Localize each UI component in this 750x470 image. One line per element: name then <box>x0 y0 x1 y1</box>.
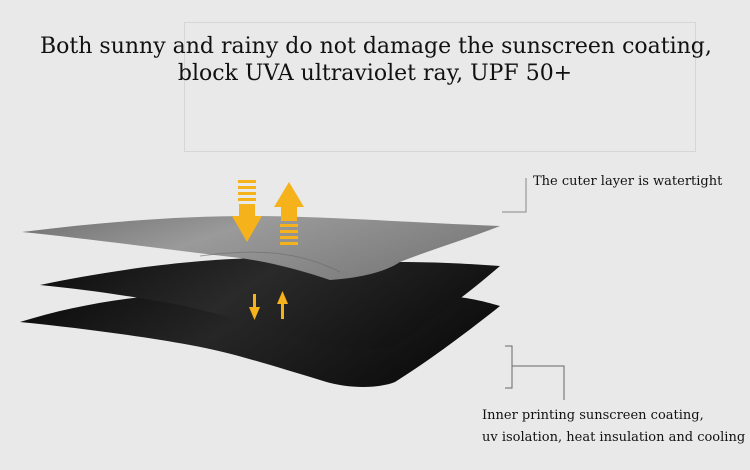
small-up-arrow-icon <box>277 291 288 319</box>
outer-layer-label: The cuter layer is watertight <box>533 174 723 189</box>
outer-layer-leader <box>502 178 527 213</box>
headline-line-2: block UVA ultraviolet ray, UPF 50+ <box>177 61 573 86</box>
inner-layer-label-line-1: Inner printing sunscreen coating, <box>482 408 704 423</box>
inner-layer-label-line-2: uv isolation, heat insulation and coolin… <box>482 430 746 445</box>
headline-line-1: Both sunny and rainy do not damage the s… <box>40 34 712 59</box>
small-down-arrow-icon <box>249 294 260 320</box>
inner-layer-label: Inner printing sunscreen coating, uv iso… <box>482 405 745 449</box>
inner-layer-middle <box>40 258 500 351</box>
outer-layer <box>22 216 500 280</box>
inner-layer-leader <box>505 345 565 400</box>
up-arrow-icon <box>274 182 304 245</box>
headline-frame <box>184 22 696 152</box>
headline: Both sunny and rainy do not damage the s… <box>40 33 712 87</box>
down-arrow-icon <box>232 180 262 242</box>
